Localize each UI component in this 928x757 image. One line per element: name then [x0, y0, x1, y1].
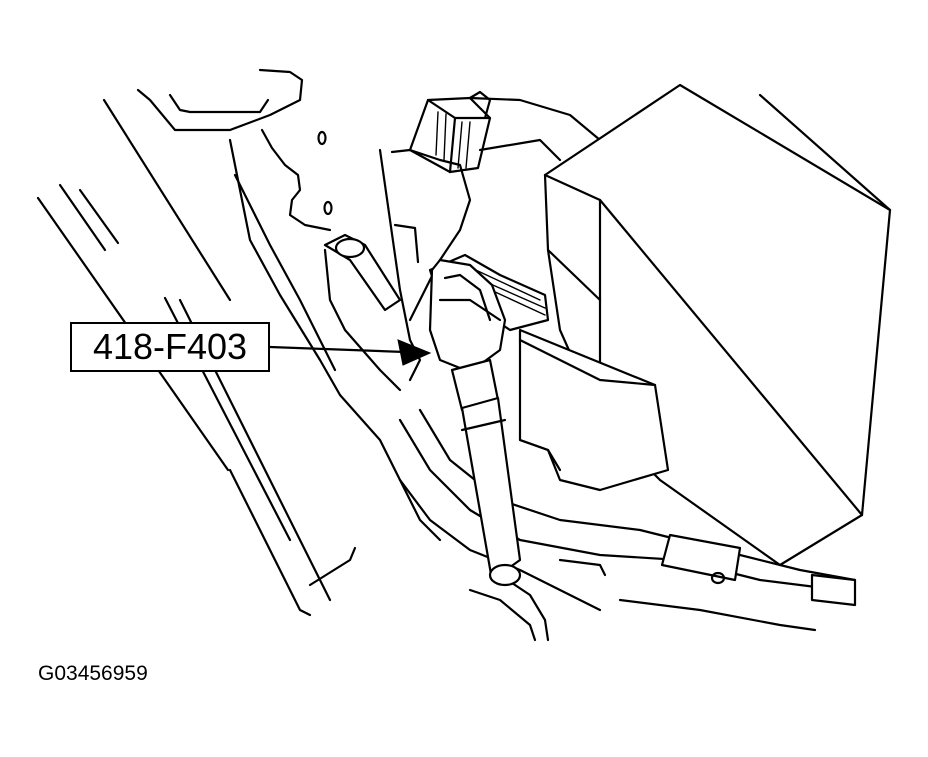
figure-id: G03456959 — [38, 662, 148, 685]
upper-panel — [136, 68, 442, 542]
callout-leader-arrow — [268, 339, 432, 366]
top-connector — [408, 90, 492, 174]
module-housing — [543, 83, 892, 567]
left-hose — [323, 233, 402, 392]
tool-callout-box: 418-F403 — [70, 322, 270, 372]
tool-callout-label: 418-F403 — [92, 326, 248, 367]
sensor-connector — [428, 253, 670, 587]
